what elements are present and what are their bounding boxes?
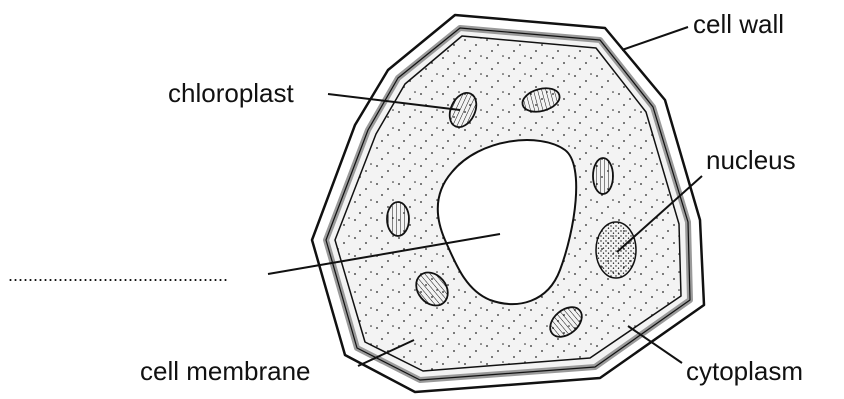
label-cell-wall: cell wall <box>693 9 784 39</box>
label-nucleus: nucleus <box>706 145 796 175</box>
label-chloroplast: chloroplast <box>168 78 295 108</box>
label-cytoplasm: cytoplasm <box>686 356 803 386</box>
answer-line: ........................................… <box>8 265 228 285</box>
nucleus <box>596 222 636 278</box>
label-cell-membrane: cell membrane <box>140 356 311 386</box>
chloroplast-3 <box>593 158 613 194</box>
chloroplast-4 <box>387 202 409 236</box>
leader-cell-wall <box>622 27 688 50</box>
